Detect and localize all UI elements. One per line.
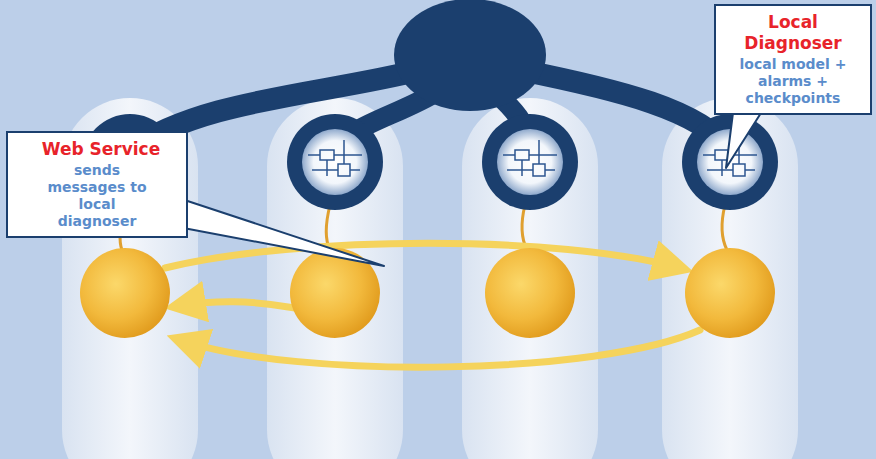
callout-pointer (726, 113, 761, 168)
callout-box: Local Diagnoserlocal model + alarms + ch… (714, 4, 872, 115)
callout-pointer (186, 200, 384, 266)
callout-heading: Local Diagnoser (733, 12, 853, 54)
message-arrows (165, 243, 700, 367)
callout-heading: Web Service (16, 139, 186, 160)
callout-text: sends messages to local diagnoser (41, 162, 153, 230)
chip-icons (308, 140, 757, 176)
callout-text: local model + alarms + checkpoints (728, 56, 858, 107)
web-service-circles (80, 248, 775, 338)
callout-box: Web Servicesends messages to local diagn… (6, 131, 188, 238)
global-diagnoser (394, 0, 546, 111)
